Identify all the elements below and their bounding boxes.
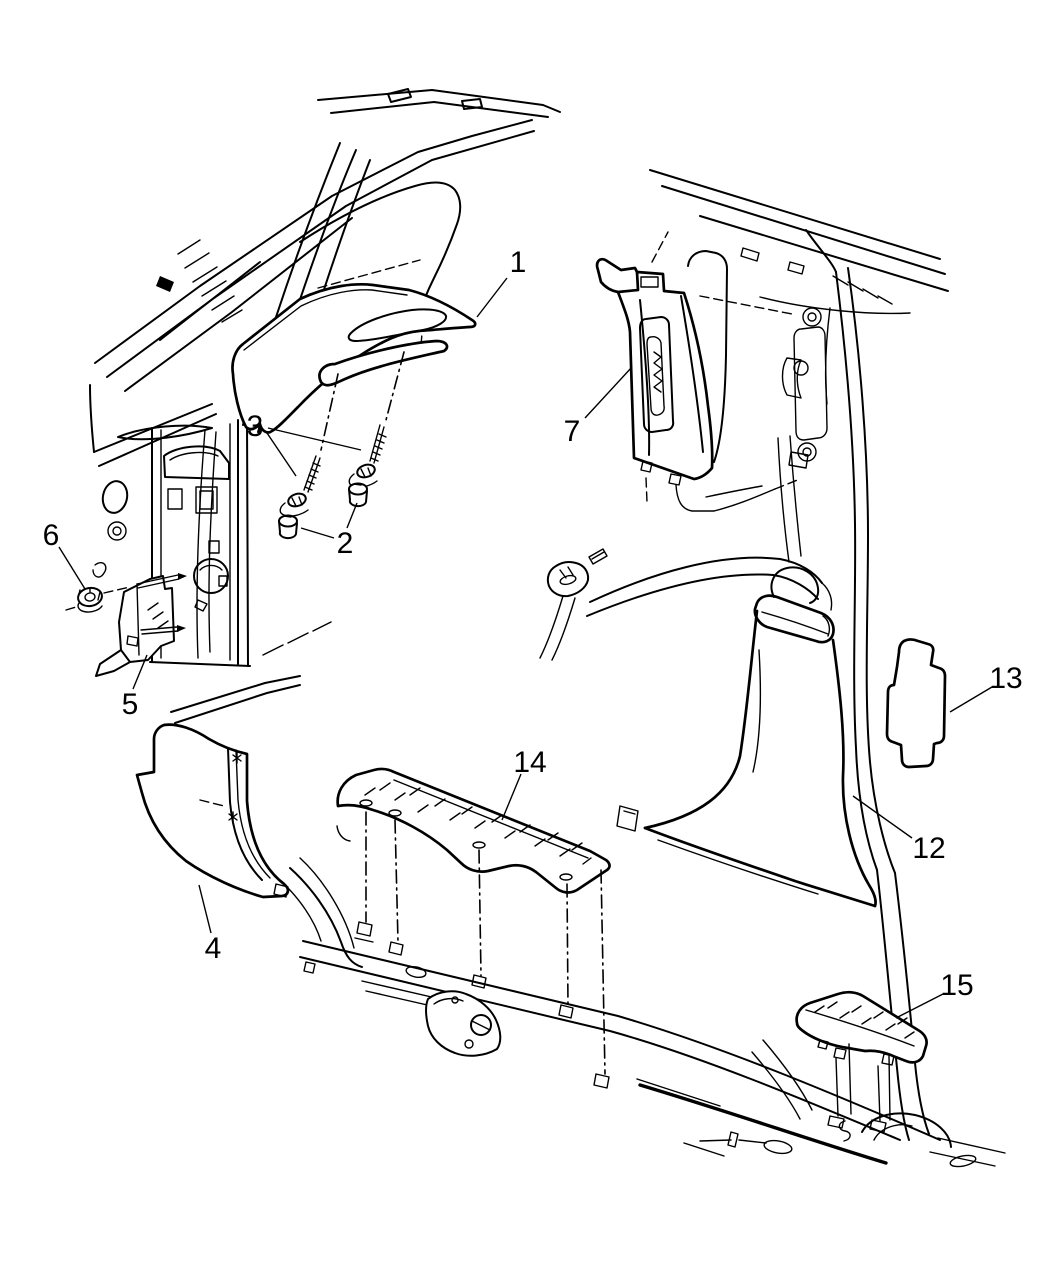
mounting-screws [279, 351, 405, 517]
callout-14-leader [501, 773, 522, 821]
cowl-side-trim-panel [135, 723, 290, 899]
callout-5-leader [132, 654, 148, 690]
callout-label-3: 3 [247, 410, 264, 443]
callouts: 1 2 3 4 5 6 7 12 13 14 15 [43, 246, 1023, 1019]
callout-3-leader [266, 427, 362, 477]
roof-and-a-pillar-structure [89, 88, 561, 467]
callout-6-leader [58, 546, 86, 590]
a-pillar-trim-panel [231, 282, 477, 434]
callout-12-leader [852, 795, 913, 839]
screw-caps [278, 482, 368, 540]
b-pillar-upper-trim [595, 231, 801, 512]
callout-label-5: 5 [122, 688, 139, 721]
callout-label-1: 1 [510, 246, 527, 279]
callout-label-2: 2 [337, 527, 354, 560]
trim-pad [885, 638, 947, 769]
hinge-pillar-structure [92, 417, 332, 724]
nut [65, 586, 131, 613]
callout-label-6: 6 [43, 519, 60, 552]
seat-belt-and-buckle [539, 548, 833, 661]
callout-13-leader [949, 686, 993, 713]
roof-rail-and-b-pillar-structure [649, 169, 949, 1141]
rear-door-sill-plate [795, 990, 928, 1133]
callout-label-12: 12 [912, 832, 945, 865]
callout-15-leader [895, 993, 944, 1019]
rocker-and-floor-structure [280, 857, 1006, 1168]
callout-1-leader [476, 277, 508, 318]
bracket [95, 573, 187, 677]
callout-label-14: 14 [513, 746, 546, 779]
callout-label-7: 7 [564, 415, 581, 448]
callout-label-13: 13 [989, 662, 1022, 695]
callout-label-4: 4 [205, 932, 222, 965]
callout-4-leader [198, 884, 212, 934]
callout-2-leader [300, 502, 358, 539]
front-door-sill-plate [336, 767, 611, 1089]
b-pillar-lower-trim [616, 566, 877, 908]
callout-label-15: 15 [940, 969, 973, 1002]
callout-7-leader [584, 366, 633, 419]
